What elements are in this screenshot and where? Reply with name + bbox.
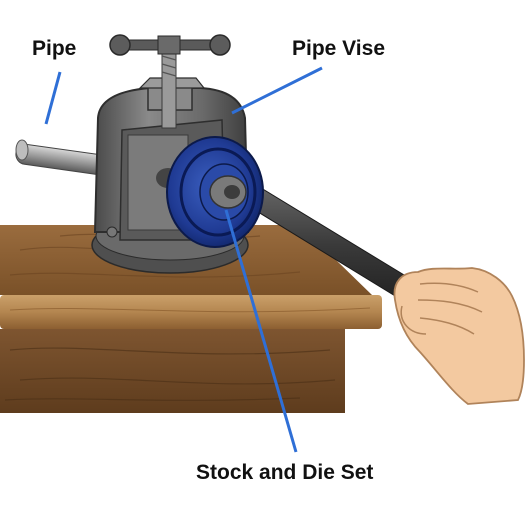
vise-bolt [107,227,117,237]
leader-pipe [46,72,60,124]
hand-icon [394,268,524,404]
vise-handle-knob-left [110,35,130,55]
leader-pipe-vise [232,68,322,113]
label-stock-die-set: Stock and Die Set [196,461,373,485]
vise-handle-hub [158,36,180,54]
bench-lip [0,295,382,329]
vise-handle-knob-right [210,35,230,55]
label-pipe-vise: Pipe Vise [292,37,385,61]
label-pipe: Pipe [32,37,76,61]
hand-shape [394,268,524,404]
pipe-end [16,140,28,160]
stock-die-set [167,137,263,247]
die-bore-center [224,185,240,199]
